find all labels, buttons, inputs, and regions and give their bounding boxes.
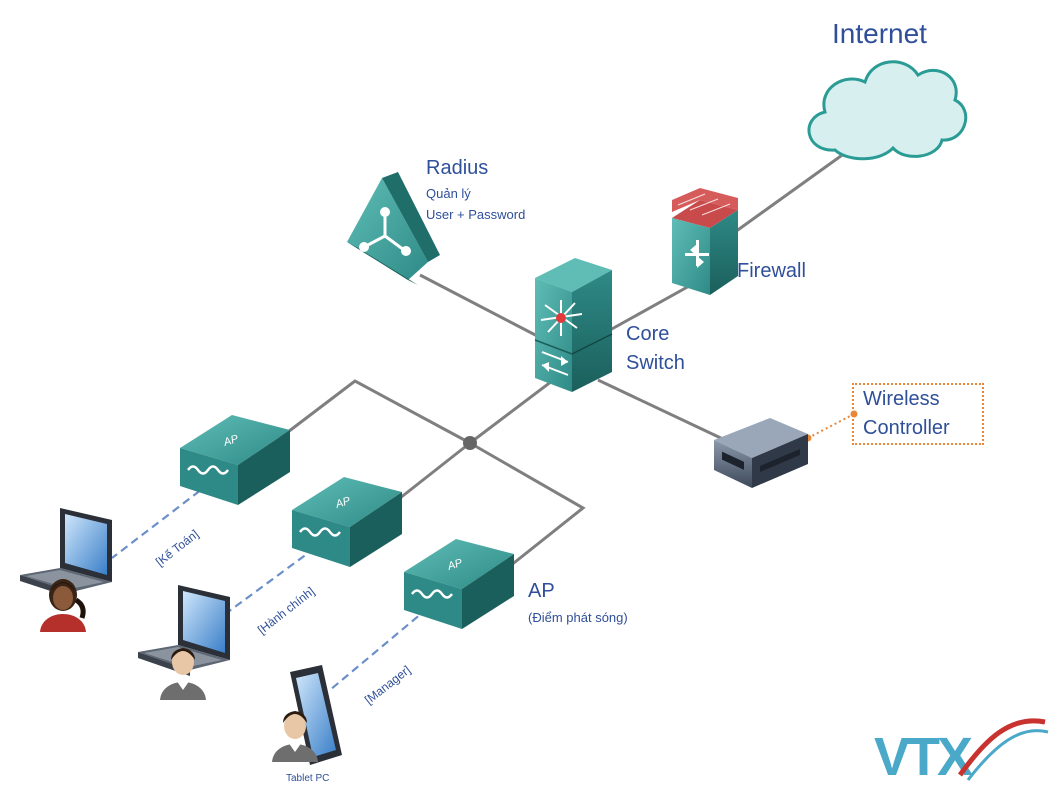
wireless-links [111,482,429,691]
link-core-wlc [597,378,726,442]
ap-device-1-text: AP [221,433,240,449]
wireless-controller-label-box: Wireless Controller [852,383,984,445]
core-switch-icon [534,258,613,392]
ap-subtitle: (Điểm phát sóng) [528,610,628,625]
vtx-logo-text: VTX [874,727,973,787]
ap-device-3-text: AP [445,557,464,573]
link-hub-ap2 [394,441,471,504]
ap-title: AP [528,580,555,602]
radius-subtitle-1: Quản lý [426,186,471,201]
links [279,146,853,572]
link-hub-ap3 [469,441,586,572]
ap-device-2-text: AP [333,495,352,511]
wlc-connector [807,413,855,439]
internet-label: Internet [832,18,927,49]
firewall-label: Firewall [737,260,806,282]
radius-subtitle-2: User + Password [426,207,526,222]
wireless-controller-label-1: Wireless [863,388,940,410]
wifi-link-hanhchinh [227,547,316,613]
link-internet-firewall [734,146,853,234]
user-ketoan-icon [40,579,86,632]
wifi-link-ketoan [111,482,211,559]
user-hanhchinh-icon [160,648,206,700]
wireless-controller-label-2: Controller [863,417,950,439]
core-switch-label-1: Core [626,323,670,345]
wifi-link-manager [329,607,429,691]
ap-device-3: AP [404,539,514,629]
user-manager-icon [272,711,318,762]
radius-server-icon [347,172,440,285]
radius-title: Radius [426,157,489,179]
core-switch-label-2: Switch [626,352,685,374]
tablet-pc-label: Tablet PC [286,773,330,784]
firewall-icon [672,188,738,295]
ap-device-1: AP [180,415,290,505]
link-hub-ap1 [279,379,471,445]
vtx-logo: VTX [874,718,1049,787]
link-radius-core [419,273,546,342]
wireless-controller-icon [714,418,808,488]
internet-cloud-icon [807,60,968,161]
hub-node [463,436,477,450]
link-firewall-core [609,278,701,332]
ap-device-2: AP [292,477,402,567]
tablet-pc-icon [290,665,342,765]
link-core-hub [469,373,561,445]
